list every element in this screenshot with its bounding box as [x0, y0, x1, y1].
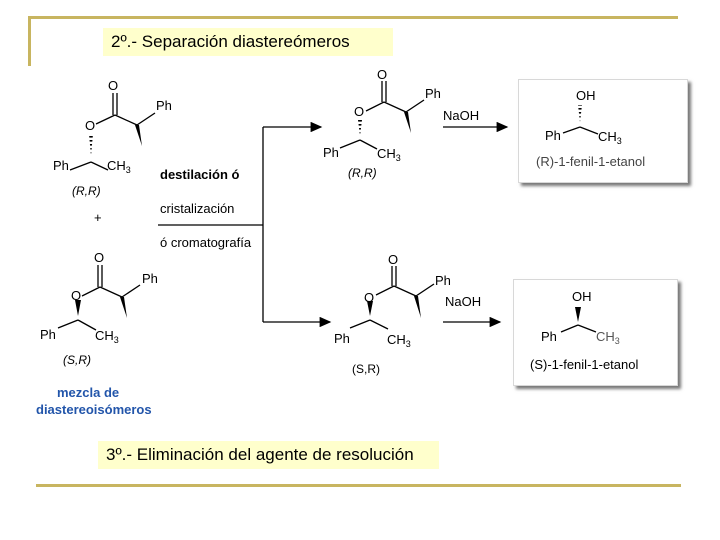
atom-label: Ph	[541, 329, 557, 344]
plus-sign: +	[94, 210, 102, 225]
product-name-s: (S)-1-fenil-1-etanol	[530, 357, 639, 372]
atom-label: Ph	[156, 98, 172, 113]
atom-label: O	[85, 118, 96, 133]
ester-bond	[81, 286, 101, 297]
hashed-bond	[358, 120, 362, 136]
atom-label: CH3	[596, 329, 620, 346]
reagent-label: NaOH	[443, 108, 480, 123]
ph-bond	[136, 112, 156, 126]
atom-label: CH3	[377, 146, 401, 163]
ph-bond	[560, 324, 579, 333]
alpha-bond	[383, 101, 407, 113]
config-label: (S,R)	[63, 353, 91, 367]
wedge-bond	[135, 125, 142, 146]
atom-label: CH3	[387, 332, 411, 349]
ph-bond	[349, 319, 371, 329]
atom-label: Ph	[334, 331, 350, 346]
ph-bond	[69, 161, 92, 171]
wedge-bond	[414, 296, 421, 318]
ph-bond	[562, 126, 581, 134]
ph-bond	[405, 99, 425, 113]
methyl-bond	[577, 324, 597, 333]
mixture-caption-line2: diastereoisómeros	[36, 402, 152, 417]
step3-title: 3º.- Eliminación del agente de resolució…	[98, 441, 439, 469]
ester-bond	[365, 101, 385, 112]
atom-label: O	[71, 288, 82, 303]
ph-bond	[415, 283, 435, 297]
product-name-r: (R)-1-fenil-1-etanol	[536, 154, 646, 169]
alpha-bond	[114, 114, 138, 126]
hashed-bond	[578, 105, 582, 122]
atom-label: O	[94, 250, 105, 265]
methyl-bond	[77, 319, 97, 331]
ph-bond	[57, 319, 79, 329]
ester-bond	[95, 114, 116, 125]
wedge-bond	[575, 307, 581, 322]
alpha-bond	[99, 286, 123, 298]
reagent-label: NaOH	[445, 294, 482, 309]
atom-label: CH3	[598, 129, 622, 146]
mixture-caption-line1: mezcla de	[57, 385, 120, 400]
methyl-bond	[90, 161, 109, 171]
methyl-bond	[359, 139, 378, 150]
methyl-bond	[369, 319, 389, 330]
frame-left-line	[28, 16, 31, 66]
atom-label: Ph	[435, 273, 451, 288]
ph-bond	[339, 139, 361, 149]
atom-label: O	[388, 252, 399, 267]
config-label: (R,R)	[72, 184, 101, 198]
wedge-bond	[75, 300, 81, 316]
method-crystallization: cristalización	[160, 201, 235, 216]
atom-label: CH3	[95, 328, 119, 345]
method-chromatography: ó cromatografía	[160, 235, 252, 250]
ester-bond	[375, 285, 395, 296]
atom-label: O	[108, 78, 119, 93]
method-distillation: destilación ó	[160, 167, 240, 182]
product-box-r	[518, 79, 688, 183]
atom-label: Ph	[40, 327, 56, 342]
frame-bottom-line	[36, 484, 681, 487]
hashed-bond	[89, 134, 93, 156]
atom-label: CH3	[107, 158, 131, 175]
atom-label: OH	[576, 88, 596, 103]
methyl-bond	[579, 126, 599, 135]
atom-label: O	[364, 290, 375, 305]
config-label: (R,R)	[348, 166, 377, 180]
alpha-bond	[393, 285, 417, 297]
atom-label: Ph	[53, 158, 69, 173]
wedge-bond	[404, 112, 411, 133]
atom-label: Ph	[545, 128, 561, 143]
frame-top-line	[28, 16, 678, 19]
atom-label: O	[377, 67, 388, 82]
atom-label: Ph	[425, 86, 441, 101]
atom-label: Ph	[323, 145, 339, 160]
atom-label: Ph	[142, 271, 158, 286]
atom-label: O	[354, 104, 365, 119]
ph-bond	[121, 284, 141, 298]
step2-title: 2º.- Separación diastereómeros	[103, 28, 393, 56]
atom-label: OH	[572, 289, 592, 304]
config-label: (S,R)	[352, 362, 380, 376]
wedge-bond	[367, 301, 373, 316]
wedge-bond	[120, 297, 127, 318]
